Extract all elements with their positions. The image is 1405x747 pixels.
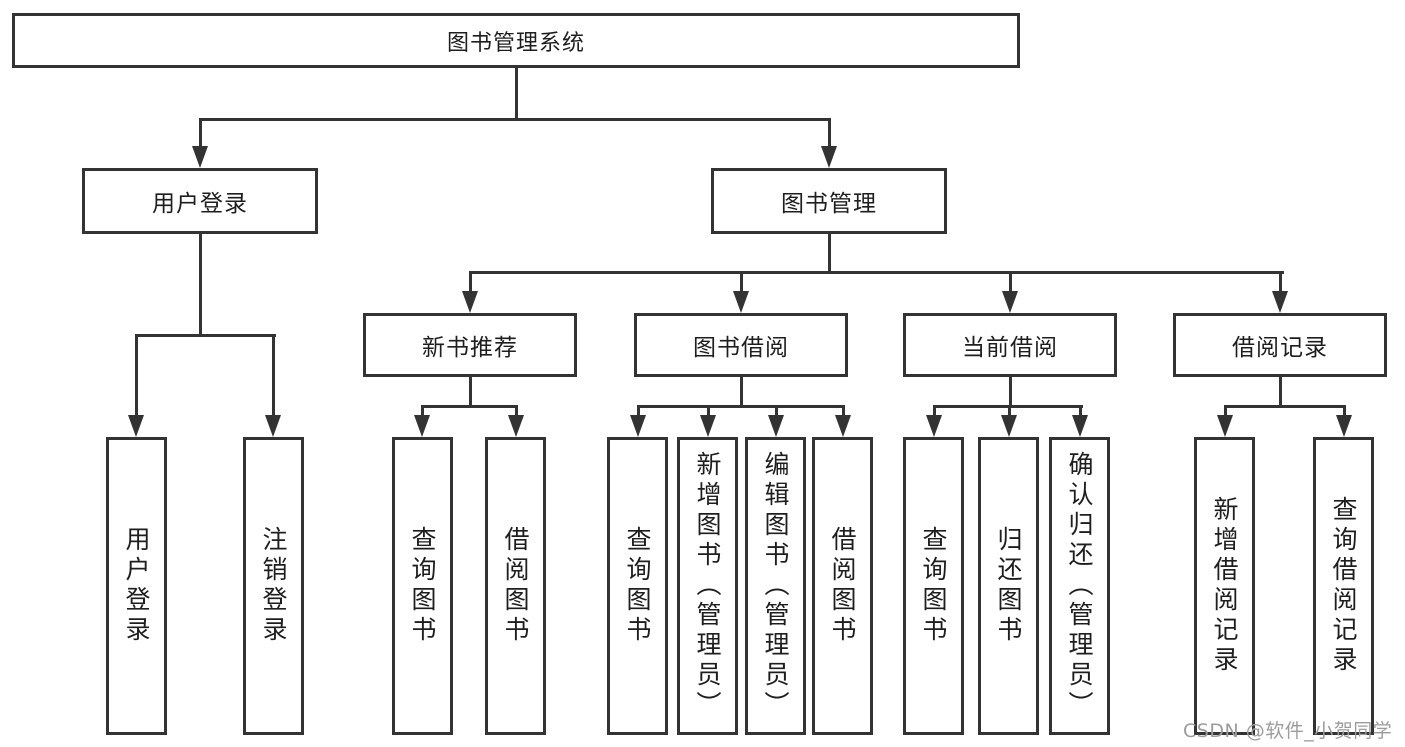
connector <box>1009 271 1012 293</box>
connector <box>135 334 138 417</box>
connector <box>1008 405 1011 418</box>
node-current-borrowing-label: 当前借阅 <box>962 335 1058 361</box>
leaf-borrow-book: 借阅图书 <box>812 437 873 735</box>
node-borrow-records: 借阅记录 <box>1173 313 1387 377</box>
leaf-query-book-current: 查询图书 <box>903 437 964 735</box>
arrowhead <box>128 415 144 437</box>
leaf-borrow-book-recommend: 借阅图书 <box>485 437 546 735</box>
arrowhead <box>733 291 749 313</box>
connector <box>469 377 472 408</box>
connector <box>199 234 202 336</box>
node-borrow-records-label: 借阅记录 <box>1232 335 1328 361</box>
leaf-add-borrow-record: 新增借阅记录 <box>1194 437 1255 735</box>
connector <box>421 405 518 408</box>
arrowhead <box>700 415 716 437</box>
csdn-watermark: CSDN @软件_小贺同学 <box>1183 720 1393 742</box>
arrowhead <box>768 415 784 437</box>
connector <box>421 405 424 418</box>
connector <box>828 118 831 148</box>
leaf-add-book-admin: 新增图书（管理员） <box>677 437 738 735</box>
arrowhead <box>508 415 524 437</box>
connector <box>828 234 831 273</box>
leaf-return-book: 归还图书 <box>978 437 1039 735</box>
leaf-user-login: 用户登录 <box>106 437 167 735</box>
arrowhead <box>265 415 281 437</box>
connector <box>842 405 845 418</box>
connector <box>1224 405 1346 408</box>
connector <box>637 405 640 418</box>
node-user-login-label: 用户登录 <box>152 191 248 217</box>
node-book-borrowing: 图书借阅 <box>634 313 848 377</box>
connector <box>199 118 202 148</box>
connector <box>637 405 845 408</box>
node-book-management: 图书管理 <box>711 168 947 234</box>
connector <box>515 68 518 120</box>
connector <box>1279 271 1282 293</box>
arrowhead <box>926 415 942 437</box>
arrowhead <box>630 415 646 437</box>
node-current-borrowing: 当前借阅 <box>903 313 1117 377</box>
connector <box>272 334 275 417</box>
connector <box>469 271 472 293</box>
connector <box>469 271 1284 274</box>
arrowhead <box>1072 415 1088 437</box>
arrowhead <box>1272 291 1288 313</box>
connector <box>775 405 778 418</box>
arrowhead <box>1336 415 1352 437</box>
arrowhead <box>414 415 430 437</box>
node-new-book-recommend-label: 新书推荐 <box>422 335 518 361</box>
leaf-logout: 注销登录 <box>243 437 304 735</box>
node-new-book-recommend: 新书推荐 <box>363 313 577 377</box>
node-book-borrowing-label: 图书借阅 <box>693 335 789 361</box>
arrowhead <box>192 146 208 168</box>
connector <box>135 334 276 337</box>
connector <box>1279 377 1282 408</box>
connector <box>1343 405 1346 418</box>
connector <box>707 405 710 418</box>
arrowhead <box>1002 291 1018 313</box>
arrowhead <box>821 146 837 168</box>
node-root: 图书管理系统 <box>12 13 1020 68</box>
leaf-query-borrow-record: 查询借阅记录 <box>1313 437 1374 735</box>
connector <box>1009 377 1012 408</box>
arrowhead <box>835 415 851 437</box>
arrowhead <box>1217 415 1233 437</box>
connector <box>740 271 743 293</box>
leaf-confirm-return-admin: 确认归还（管理员） <box>1049 437 1110 735</box>
connector <box>515 405 518 418</box>
connector <box>199 118 831 121</box>
node-root-label: 图书管理系统 <box>446 30 585 56</box>
connector <box>740 377 743 408</box>
connector <box>1079 405 1082 418</box>
arrowhead <box>462 291 478 313</box>
leaf-edit-book-admin: 编辑图书（管理员） <box>745 437 806 735</box>
node-user-login: 用户登录 <box>82 168 318 234</box>
leaf-query-book-borrowing: 查询图书 <box>607 437 668 735</box>
arrowhead <box>1001 415 1017 437</box>
node-book-management-label: 图书管理 <box>781 191 877 217</box>
leaf-query-book-recommend: 查询图书 <box>392 437 453 735</box>
connector <box>933 405 936 418</box>
connector <box>1224 405 1227 418</box>
